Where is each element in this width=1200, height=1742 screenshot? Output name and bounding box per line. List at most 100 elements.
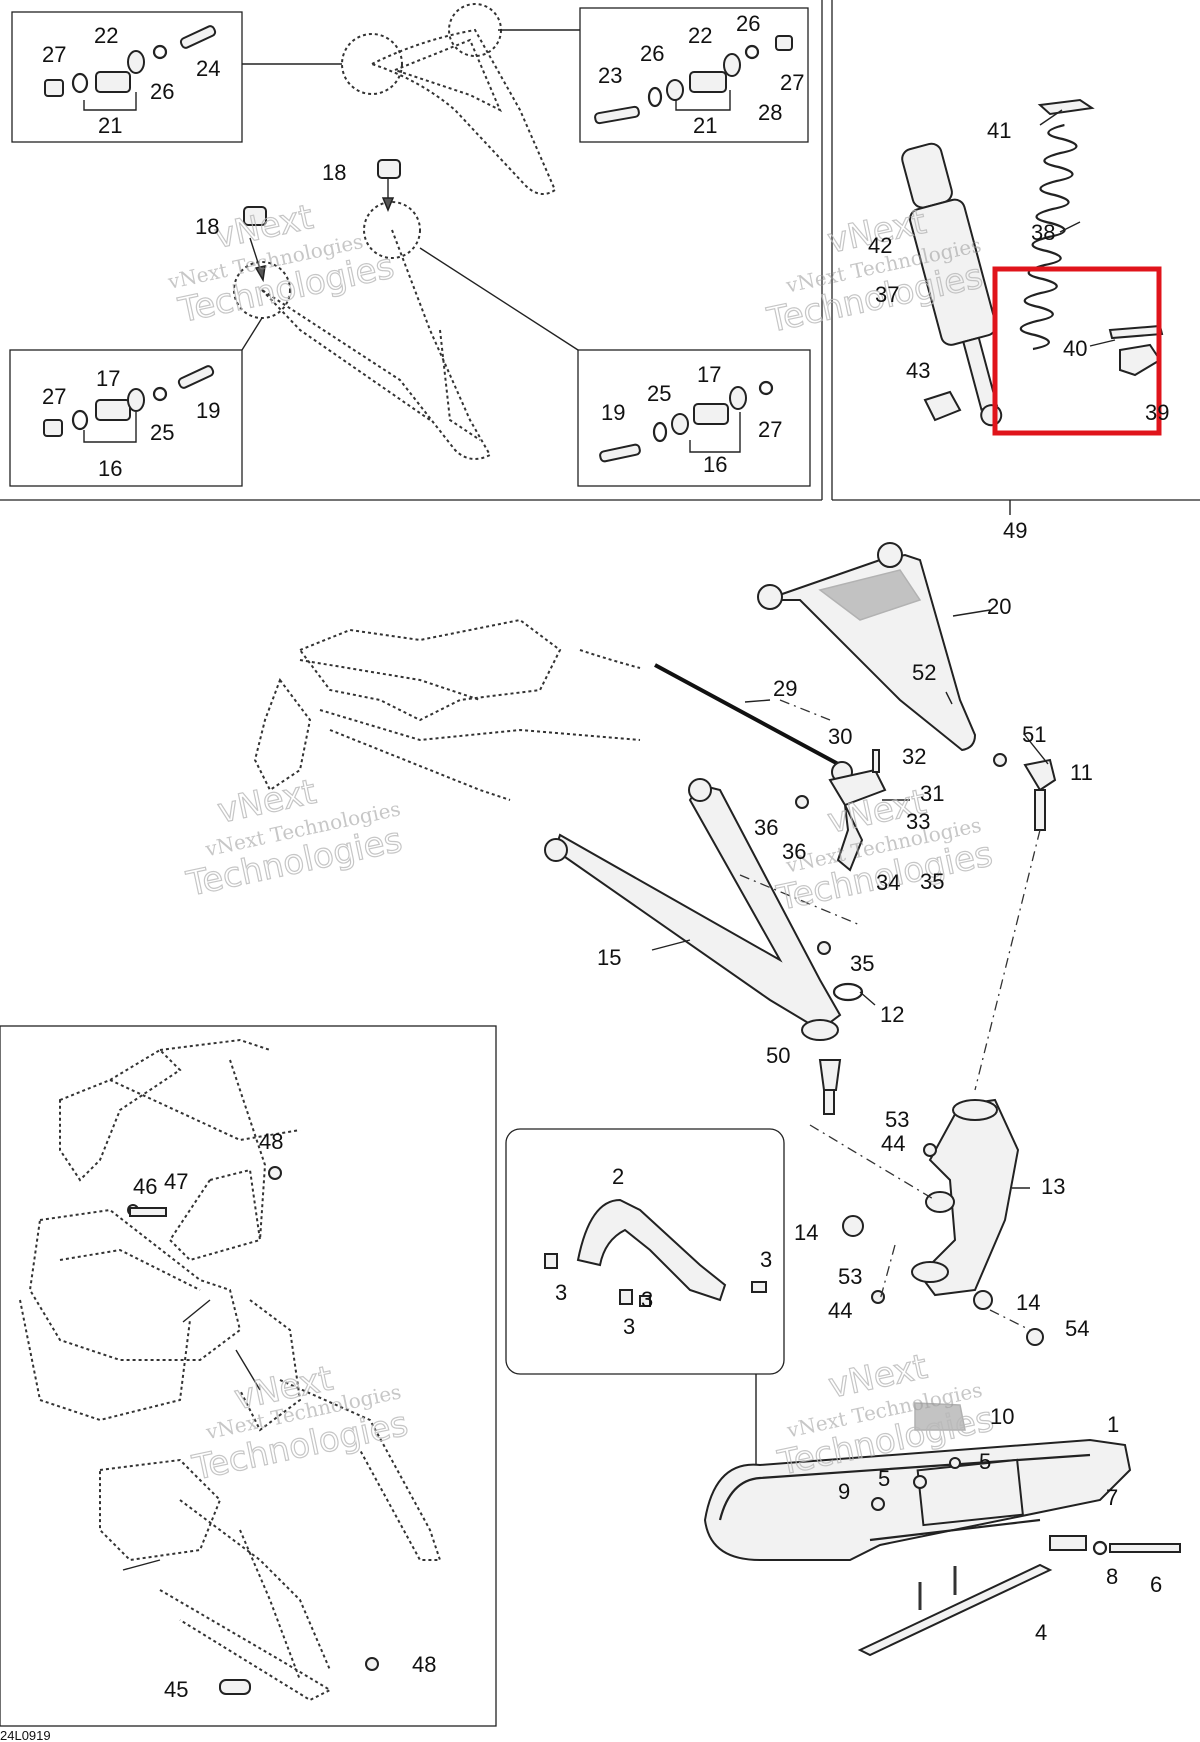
- ski-handle-inset-border: [505, 1128, 785, 1375]
- callout-26: 26: [640, 41, 664, 66]
- callout-24: 24: [196, 56, 220, 81]
- callout-5: 5: [979, 1449, 991, 1474]
- mid-dashed-lines: [739, 699, 1041, 1331]
- callout-5: 5: [878, 1466, 890, 1491]
- bushing-21: [127, 50, 145, 74]
- callout-44: 44: [828, 1298, 852, 1323]
- spacer-22: [95, 71, 131, 93]
- callout-17: 17: [96, 366, 120, 391]
- ski-pad-10: [914, 1402, 966, 1431]
- tie-rod-29: [654, 663, 853, 783]
- callout-42: 42: [868, 233, 892, 258]
- callout-25: 25: [647, 381, 671, 406]
- callout-10: 10: [990, 1404, 1014, 1429]
- ski-1: [703, 1402, 1181, 1657]
- callout-22: 22: [688, 23, 712, 48]
- callout-40: 40: [1063, 336, 1087, 361]
- callout-48: 48: [259, 1129, 283, 1154]
- ball-joints: [818, 753, 1057, 1115]
- shock-absorber-assembly: [901, 98, 1164, 515]
- callout-7: 7: [1106, 1485, 1118, 1510]
- callout-4: 4: [1035, 1620, 1047, 1645]
- hardware-group-mid-left: [43, 365, 215, 443]
- spacer-22-right: [689, 71, 727, 93]
- ski-leg-13: [842, 1098, 1044, 1346]
- bolt-45: [219, 1679, 251, 1695]
- drawing-code: 24L0919: [0, 1728, 51, 1742]
- nut-27: [44, 79, 64, 97]
- inset-box-top-left: [11, 11, 243, 143]
- callout-21: 21: [693, 113, 717, 138]
- nut-48-lower: [365, 1657, 379, 1671]
- callout-15: 15: [597, 945, 621, 970]
- bolt-24: [179, 25, 217, 49]
- callout-27: 27: [758, 417, 782, 442]
- bolt-23: [594, 105, 640, 125]
- callout-20: 20: [987, 594, 1011, 619]
- hardware-group-top-right: [594, 35, 793, 125]
- callout-47: 47: [164, 1169, 188, 1194]
- callout-53: 53: [838, 1264, 862, 1289]
- inset-box-mid-left: [9, 349, 243, 487]
- highlight-box: [992, 266, 1162, 436]
- callout-52: 52: [912, 660, 936, 685]
- spring-retainer-41: [1037, 98, 1095, 116]
- callout-43: 43: [906, 358, 930, 383]
- callout-labels: 27 22 24 26 21 26 22 26 23 27 28 21 18 1…: [42, 11, 1169, 1702]
- bushing-14-left: [842, 1215, 864, 1237]
- callout-35: 35: [920, 869, 944, 894]
- steering-arm-31-34: [795, 749, 887, 955]
- callout-14: 14: [794, 1220, 818, 1245]
- bumper-43: [923, 390, 962, 422]
- upper-a-arm-20: [757, 542, 977, 752]
- hardware-group-top-left: [44, 25, 217, 111]
- callout-33: 33: [906, 809, 930, 834]
- callout-3: 3: [641, 1287, 653, 1312]
- bushing-18-lower: [243, 206, 267, 226]
- callout-18: 18: [322, 160, 346, 185]
- watermarks: vNext vNext Technologies Technologies vN…: [165, 197, 998, 1490]
- frame-sketch-middle: [253, 618, 641, 801]
- o-ring-12: [832, 982, 864, 1002]
- callout-3: 3: [760, 1247, 772, 1272]
- spacer-7: [1049, 1535, 1087, 1551]
- callout-41: 41: [987, 118, 1011, 143]
- spring-38: [1019, 123, 1078, 351]
- washer-26: [71, 72, 89, 94]
- callout-48: 48: [412, 1652, 436, 1677]
- ball-joint-50: [818, 1059, 842, 1091]
- callout-16: 16: [703, 452, 727, 477]
- callout-26: 26: [736, 11, 760, 36]
- mid-leaders: [651, 609, 1049, 1189]
- bolt-6: [1109, 1543, 1181, 1553]
- callout-25: 25: [150, 420, 174, 445]
- hardware-group-mid-right: [599, 380, 774, 463]
- callout-53: 53: [885, 1107, 909, 1132]
- bolt-54: [1026, 1328, 1044, 1346]
- inset-box-top-right: [579, 7, 809, 143]
- callout-18: 18: [195, 214, 219, 239]
- callout-9: 9: [838, 1479, 850, 1504]
- callout-37: 37: [875, 282, 899, 307]
- callout-36: 36: [754, 815, 778, 840]
- nut-48-upper: [268, 1166, 282, 1180]
- ball-joint-11: [1023, 758, 1057, 792]
- callout-14: 14: [1016, 1290, 1040, 1315]
- callout-8: 8: [1106, 1564, 1118, 1589]
- callout-45: 45: [164, 1677, 188, 1702]
- callout-35: 35: [850, 951, 874, 976]
- callout-11: 11: [1070, 760, 1093, 785]
- shock-body-42: [901, 142, 953, 209]
- callout-36: 36: [782, 839, 806, 864]
- bushing-18-upper: [377, 159, 401, 179]
- callout-23: 23: [598, 63, 622, 88]
- callout-19: 19: [196, 398, 220, 423]
- inset-box-mid-right: [577, 349, 811, 487]
- callout-54: 54: [1065, 1316, 1089, 1341]
- upper-a-arm-sketch: [242, 3, 580, 195]
- callout-49: 49: [1003, 518, 1027, 543]
- callout-3: 3: [623, 1314, 635, 1339]
- callout-46: 46: [133, 1174, 157, 1199]
